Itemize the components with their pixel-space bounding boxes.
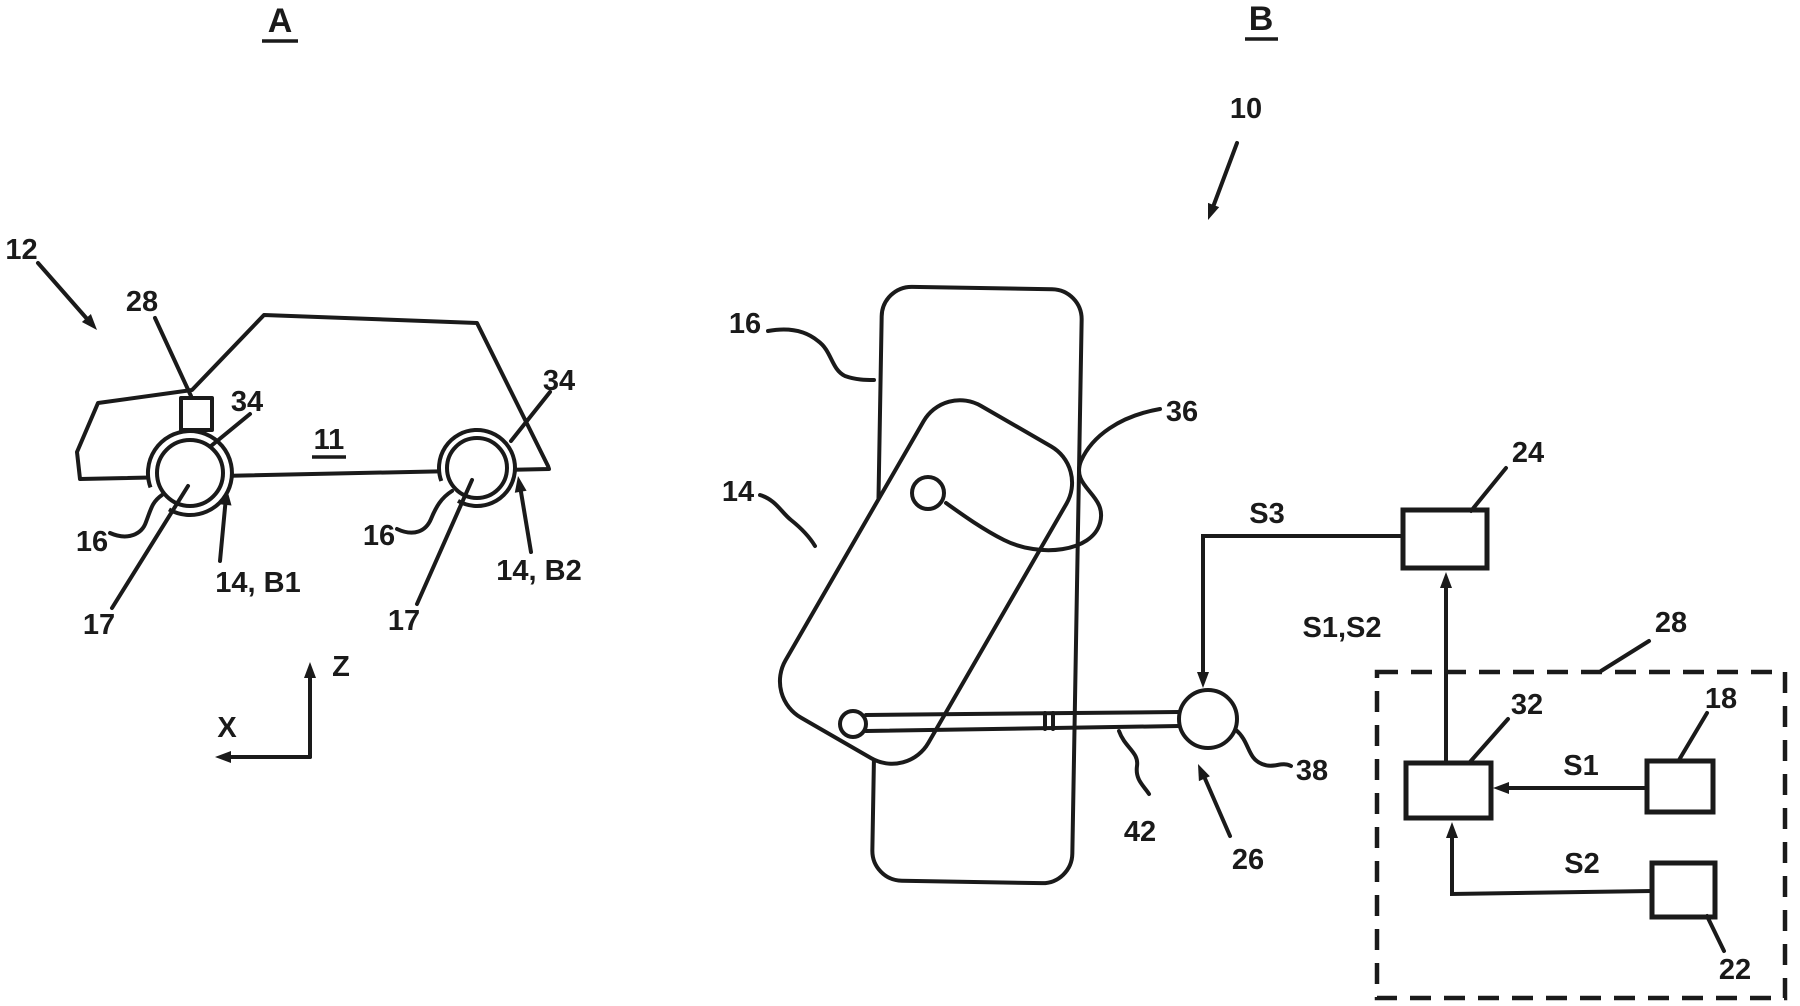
- leader-28: [153, 316, 193, 398]
- label-17-front: 17: [83, 609, 115, 641]
- z-axis-arrowhead: [304, 662, 316, 678]
- front-wheel-tire: [155, 438, 225, 508]
- panel-b: B: [722, 0, 1788, 1001]
- label-16-rear: 16: [363, 520, 395, 552]
- label-34-front: 34: [231, 386, 263, 418]
- arrowhead-14b1: [219, 489, 232, 506]
- leader-38: [1234, 728, 1293, 768]
- tie-rod-top-edge: [864, 710, 1181, 717]
- label-22: 22: [1719, 954, 1751, 986]
- processor-box: [1403, 760, 1494, 821]
- tie-rod-bottom-edge: [864, 724, 1181, 733]
- leader-32: [1468, 717, 1510, 764]
- leader-16-front: [108, 493, 164, 539]
- label-axis-z: Z: [332, 651, 350, 683]
- label-38: 38: [1296, 755, 1328, 787]
- label-34-rear: 34: [543, 365, 575, 397]
- label-14-b: 14: [722, 476, 754, 508]
- label-24: 24: [1512, 437, 1544, 469]
- x-axis-arrowhead: [215, 751, 231, 763]
- leader-14b1: [218, 495, 228, 563]
- label-12: 12: [5, 234, 37, 266]
- label-26: 26: [1232, 844, 1264, 876]
- label-28-a: 28: [126, 286, 158, 318]
- leader-24: [1469, 466, 1508, 513]
- control-unit-square: [179, 396, 214, 432]
- label-14b1: 14, B1: [215, 567, 300, 599]
- leader-14b2: [518, 484, 533, 554]
- leader-34-rear: [509, 390, 552, 443]
- label-28-b: 28: [1655, 607, 1687, 639]
- arrowhead-10: [1208, 202, 1220, 220]
- s2-wire: [1450, 828, 1654, 897]
- leader-14-b: [758, 493, 817, 548]
- leader-16-b: [766, 327, 876, 382]
- leader-17-front: [110, 484, 190, 610]
- label-s1: S1: [1563, 750, 1598, 782]
- coordinate-axes: [215, 662, 316, 763]
- s3-wire: [1201, 534, 1404, 682]
- leader-36: [944, 407, 1162, 553]
- leader-17-rear: [415, 478, 474, 606]
- leader-28-b: [1599, 639, 1651, 673]
- leader-18: [1677, 711, 1709, 762]
- label-14b2: 14, B2: [496, 555, 581, 587]
- leader-42: [1117, 729, 1151, 796]
- label-s2: S2: [1564, 848, 1599, 880]
- label-18: 18: [1705, 683, 1737, 715]
- panel-a: A 12 28: [5, 2, 582, 763]
- s1s2-arrowhead: [1440, 572, 1452, 588]
- leader-10: [1211, 141, 1239, 209]
- leader-16-rear: [395, 489, 454, 535]
- panel-a-title: A: [268, 2, 293, 40]
- label-10: 10: [1230, 93, 1262, 125]
- panel-b-title: B: [1249, 0, 1274, 38]
- ecu-box: [1400, 507, 1490, 571]
- label-42: 42: [1124, 816, 1156, 848]
- ball-joint: [1177, 688, 1239, 750]
- label-16-front: 16: [76, 526, 108, 558]
- label-s1s2: S1,S2: [1303, 612, 1382, 644]
- brake-disc-plate: [777, 398, 1075, 766]
- s1-arrowhead: [1493, 782, 1509, 794]
- label-axis-x: X: [217, 712, 237, 744]
- leader-34-front: [209, 412, 252, 448]
- label-17-rear: 17: [388, 605, 420, 637]
- sensor1-box: [1644, 758, 1716, 815]
- arrowhead-26: [1198, 764, 1210, 782]
- rear-wheel-tire: [445, 436, 509, 500]
- label-11: 11: [314, 424, 345, 456]
- s2-arrowhead: [1446, 822, 1458, 838]
- leader-26: [1201, 772, 1232, 838]
- sensor-unit-dashed-box: [1374, 669, 1788, 1001]
- s3-arrowhead: [1197, 672, 1209, 688]
- arrowhead-14b2: [514, 476, 527, 493]
- tie-rod-ball-end: [838, 709, 868, 739]
- label-36: 36: [1166, 396, 1198, 428]
- leader-12: [36, 261, 90, 322]
- caliper-hole: [910, 475, 946, 511]
- sensor2-box: [1649, 860, 1718, 920]
- label-32: 32: [1511, 689, 1543, 721]
- arrowhead-12: [81, 314, 97, 330]
- label-s3: S3: [1249, 498, 1284, 530]
- leader-22: [1705, 914, 1726, 953]
- label-16-b: 16: [729, 308, 761, 340]
